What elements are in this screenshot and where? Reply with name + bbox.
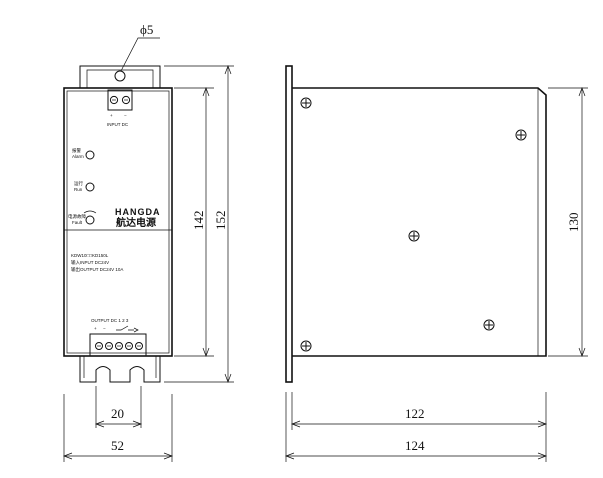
dim-width-front: 52 [111,438,124,453]
brand-logo-text: HANGDA [115,207,161,217]
input-terminal-block [107,89,133,111]
input-plus-label: + [110,113,113,118]
fault-en-label: Fault [72,220,83,225]
dim-height-outer: 152 [213,211,228,231]
bottom-mounting-tab [79,356,161,383]
input-minus-label: − [124,113,127,118]
fault-led [85,215,95,225]
output-spec: 输出OUTPUT DC24V 10A [71,266,123,273]
alarm-led [85,150,95,160]
output-label: OUTPUT DC 1 2 3 [91,318,129,323]
input-label: INPUT DC [107,122,129,127]
dim-side-height: 130 [566,213,581,233]
hole-leader-line [120,37,160,72]
run-led [85,182,95,192]
output-minus-label: − [103,326,106,331]
run-cn-label: 运行 [74,180,83,187]
alarm-en-label: Alarm [72,154,84,159]
side-body-panel [292,87,547,357]
brand-cn-text: 航达电源 [116,216,156,229]
front-view: ϕ5 + − INPUT DC 报警 Alarm 运行 Run 电源故障 Fau… [63,22,234,462]
model-line: KDW10□□KD150L [71,253,109,258]
output-plus-label: + [94,326,97,331]
side-screws [300,97,527,352]
dim-height-inner: 142 [191,211,206,231]
alarm-cn-label: 报警 [72,147,81,154]
input-spec: 输入INPUT DC24V [71,259,109,266]
dim-side-inner-width: 122 [405,406,425,421]
fault-cn-label: 电源故障 [68,213,86,220]
run-en-label: Run [74,187,83,192]
side-flange [285,65,293,383]
output-terminal-block [89,333,147,357]
top-mounting-tab [79,65,161,88]
dim-width-slot: 20 [111,406,124,421]
hole-diameter-label: ϕ5 [140,22,153,37]
output-terminal-screws [95,342,143,350]
dim-side-total-width: 124 [405,438,425,453]
mounting-hole [114,70,126,82]
side-view: 130 122 124 [285,65,588,462]
